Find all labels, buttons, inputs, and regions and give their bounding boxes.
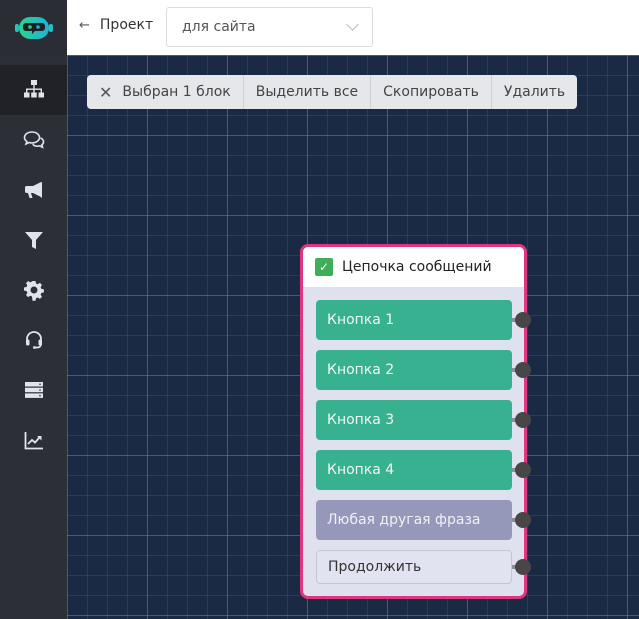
flow-canvas[interactable]: ✕ Выбран 1 блок Выделить все Скопировать… (67, 55, 639, 619)
arrow-left-icon: ← (79, 17, 90, 33)
megaphone-icon (24, 182, 42, 198)
gear-icon (23, 281, 44, 301)
headset-icon (25, 331, 42, 349)
chevron-down-icon (346, 18, 359, 31)
database-icon (24, 382, 43, 398)
sidebar-item-broadcasts[interactable] (0, 165, 67, 215)
sidebar-item-settings[interactable] (0, 265, 67, 315)
logo[interactable] (0, 0, 67, 55)
selection-toolbar: ✕ Выбран 1 блок Выделить все Скопировать… (87, 75, 578, 109)
selected-count-label: Выбран 1 блок (122, 84, 231, 100)
any-other-phrase-button[interactable]: Любая другая фраза (316, 500, 512, 540)
message-chain-block[interactable]: ✓ Цепочка сообщений Кнопка 1 Кнопка 2 Кн… (300, 244, 531, 599)
filter-icon (24, 232, 43, 249)
sidebar-item-scenarios[interactable] (0, 65, 67, 115)
output-port[interactable] (515, 312, 531, 328)
sidebar-item-funnels[interactable] (0, 215, 67, 265)
checkbox-checked-icon[interactable]: ✓ (315, 258, 333, 276)
sidebar (0, 0, 67, 619)
output-port[interactable] (515, 512, 531, 528)
back-to-project-link[interactable]: ← Проект (79, 17, 153, 33)
output-port[interactable] (515, 412, 531, 428)
robot-logo-icon (14, 16, 53, 39)
copy-button[interactable]: Скопировать (370, 75, 491, 109)
chat-icon (23, 131, 44, 149)
project-select-value: для сайта (182, 19, 256, 35)
sidebar-item-chats[interactable] (0, 115, 67, 165)
output-port[interactable] (515, 559, 531, 575)
sidebar-item-support[interactable] (0, 315, 67, 365)
output-port[interactable] (515, 462, 531, 478)
sidebar-item-analytics[interactable] (0, 415, 67, 465)
block-header[interactable]: ✓ Цепочка сообщений (303, 247, 524, 287)
output-port[interactable] (515, 362, 531, 378)
block-button-2[interactable]: Кнопка 2 (316, 350, 512, 390)
sidebar-item-database[interactable] (0, 365, 67, 415)
clear-selection-button[interactable]: ✕ Выбран 1 блок (87, 75, 243, 109)
topbar: ← Проект для сайта (67, 0, 639, 55)
delete-button[interactable]: Удалить (490, 75, 577, 109)
block-button-4[interactable]: Кнопка 4 (316, 450, 512, 490)
sitemap-icon (23, 80, 44, 98)
block-button-3[interactable]: Кнопка 3 (316, 400, 512, 440)
back-label: Проект (99, 17, 154, 33)
block-title: Цепочка сообщений (342, 259, 492, 275)
project-select[interactable]: для сайта (166, 7, 373, 47)
continue-button[interactable]: Продолжить (316, 550, 512, 584)
block-button-1[interactable]: Кнопка 1 (316, 300, 512, 340)
select-all-button[interactable]: Выделить все (242, 75, 370, 109)
chart-icon (24, 432, 43, 450)
close-icon: ✕ (99, 82, 113, 102)
